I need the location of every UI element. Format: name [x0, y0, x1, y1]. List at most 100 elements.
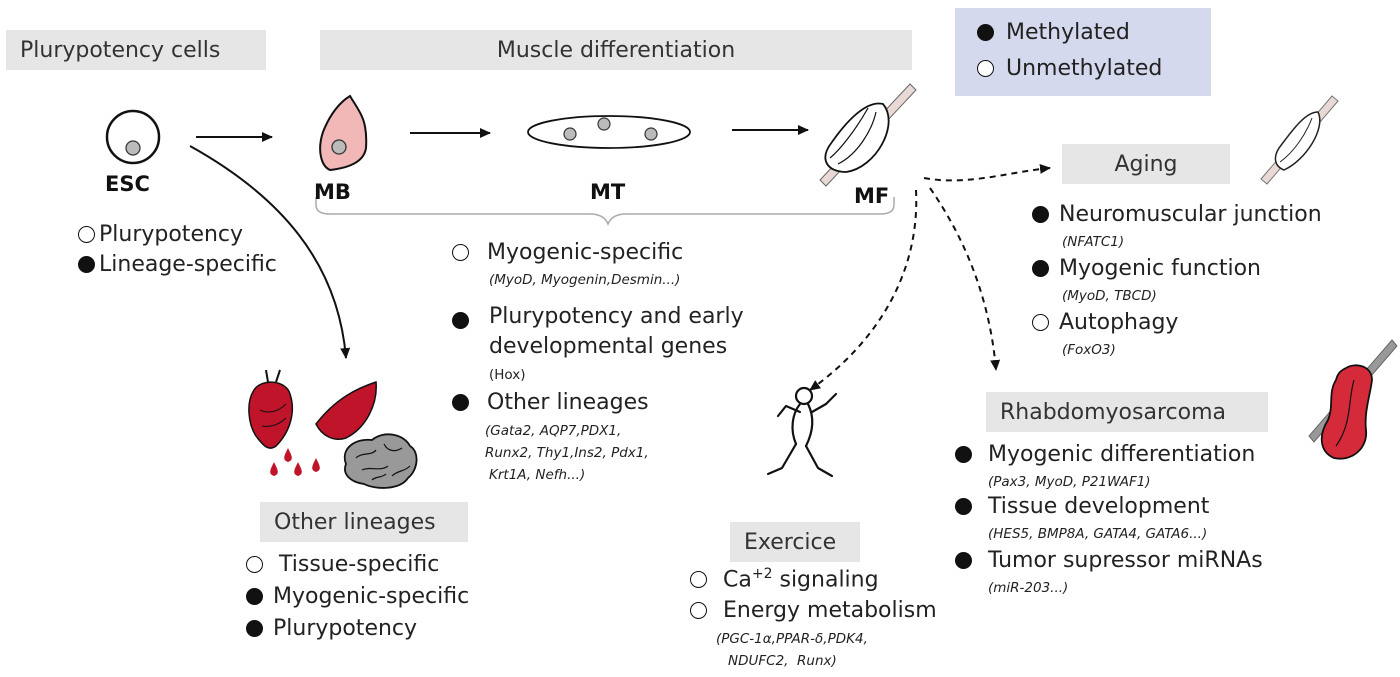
- muscle-other-genes-3: Krt1A, Nefh...): [489, 467, 586, 483]
- brace: [315, 197, 895, 227]
- brain-icon: [343, 433, 418, 489]
- other-pluri-label: Plurypotency: [273, 616, 418, 641]
- aging-myofunc-label: Myogenic function: [1059, 256, 1261, 281]
- rhabdo-tissue-label: Tissue development: [988, 494, 1210, 519]
- muscle-other-genes-2: Runx2, Thy1,Ins2, Pdx1,: [485, 445, 649, 461]
- esc-plurypotency-label: Plurypotency: [99, 222, 244, 247]
- muscle-pluri-line1: Plurypotency and early: [489, 304, 744, 329]
- exercice-ca-sup: +2: [751, 566, 773, 582]
- exercice-energy-genes: (PGC-1α,PPAR-δ,PDK4, NDUFC2, Runx): [716, 628, 868, 672]
- esc-item-lineage: Lineage-specific: [78, 252, 277, 277]
- exercice-item-ca: Ca+2 signaling: [690, 566, 879, 592]
- muscle-slice-icon: [315, 380, 377, 440]
- open-circle-icon: [452, 244, 469, 261]
- tumor-muscle-icon: [1308, 339, 1398, 460]
- filled-circle-icon: [1032, 206, 1049, 223]
- header-exercice: Exercice: [730, 522, 860, 562]
- label-esc: ESC: [105, 172, 150, 196]
- header-aging: Aging: [1062, 144, 1230, 184]
- header-exercice-label: Exercice: [744, 529, 837, 555]
- open-circle-icon: [246, 556, 263, 573]
- open-circle-icon: [78, 226, 95, 243]
- legend-unmethylated-label: Unmethylated: [1006, 56, 1163, 81]
- aging-item-myofunc: Myogenic function: [1032, 256, 1261, 281]
- exercice-ca-prefix: Ca: [723, 567, 752, 593]
- filled-circle-icon: [955, 498, 972, 515]
- other-item-pluri: Plurypotency: [246, 616, 417, 641]
- esc-item-plurypotency: Plurypotency: [78, 222, 243, 247]
- muscle-myogenic-genes: (MyoD, Myogenin,Desmin...): [489, 272, 681, 288]
- muscle-item-other: Other lineages: [452, 390, 649, 415]
- rhabdo-item-diff: Myogenic differentiation: [955, 442, 1255, 467]
- arrow-mf-exercice: [809, 189, 918, 391]
- aging-myofiber-icon: [1260, 95, 1339, 185]
- other-item-tissue: Tissue-specific: [246, 552, 439, 577]
- arrow-mf-rhabdo: [929, 187, 1001, 371]
- header-muscle-label: Muscle differentiation: [496, 37, 736, 63]
- esc-cell-icon: [105, 109, 161, 165]
- open-circle-icon: [977, 60, 994, 77]
- label-mb: MB: [314, 180, 351, 204]
- arrow-mf-aging: [923, 163, 1051, 182]
- rhabdo-diff-label: Myogenic differentiation: [988, 442, 1256, 467]
- muscle-pluri-label: Plurypotency and early developmental gen…: [489, 302, 744, 362]
- blood-drops-icon: [270, 448, 320, 476]
- exercice-ca-label: Ca+2 signaling: [723, 566, 879, 592]
- rhabdo-tumor-genes: (miR-203...): [988, 580, 1069, 596]
- rhabdo-diff-genes: (Pax3, MyoD, P21WAF1): [988, 474, 1151, 490]
- muscle-myogenic-label: Myogenic-specific: [487, 240, 684, 265]
- aging-item-autophagy: Autophagy: [1032, 310, 1178, 335]
- filled-circle-icon: [452, 312, 469, 329]
- filled-circle-icon: [78, 256, 95, 273]
- myofiber-icon: [819, 83, 917, 187]
- header-rhabdo-label: Rhabdomyosarcoma: [1000, 399, 1226, 425]
- legend: Methylated Unmethylated: [955, 8, 1211, 96]
- muscle-pluri-line2: developmental genes: [489, 334, 728, 359]
- muscle-other-genes: (Gata2, AQP7,PDX1, Runx2, Thy1,Ins2, Pdx…: [485, 420, 649, 486]
- filled-circle-icon: [452, 394, 469, 411]
- filled-circle-icon: [955, 446, 972, 463]
- aging-autophagy-label: Autophagy: [1059, 310, 1179, 335]
- header-muscle-differentiation: Muscle differentiation: [320, 30, 912, 70]
- open-circle-icon: [690, 602, 707, 619]
- myotube-icon: [527, 115, 691, 149]
- other-tissue-label: Tissue-specific: [279, 552, 440, 577]
- filled-circle-icon: [1032, 260, 1049, 277]
- other-myogenic-label: Myogenic-specific: [273, 584, 470, 609]
- aging-nmj-label: Neuromuscular junction: [1059, 202, 1322, 227]
- exercice-energy-label: Energy metabolism: [723, 598, 937, 623]
- header-other-lineages: Other lineages: [260, 502, 468, 542]
- legend-unmethylated: Unmethylated: [977, 56, 1162, 81]
- aging-autophagy-genes: (FoxO3): [1062, 342, 1116, 358]
- header-aging-label: Aging: [1114, 151, 1178, 177]
- muscle-other-label: Other lineages: [487, 390, 649, 415]
- aging-item-nmj: Neuromuscular junction: [1032, 202, 1322, 227]
- label-mf: MF: [854, 184, 890, 208]
- muscle-pluri-genes: (Hox): [489, 367, 526, 383]
- header-plurypotency: Plurypotency cells: [6, 30, 266, 70]
- muscle-other-genes-1: (Gata2, AQP7,PDX1,: [485, 423, 622, 439]
- muscle-item-myogenic: Myogenic-specific: [452, 240, 683, 265]
- label-mt: MT: [590, 180, 626, 204]
- aging-myofunc-genes: (MyoD, TBCD): [1062, 288, 1157, 304]
- filled-circle-icon: [246, 588, 263, 605]
- arrow-esc-other: [189, 145, 351, 359]
- filled-circle-icon: [955, 552, 972, 569]
- runner-icon: [766, 386, 838, 478]
- open-circle-icon: [1032, 314, 1049, 331]
- header-plurypotency-label: Plurypotency cells: [20, 37, 221, 63]
- filled-circle-icon: [977, 24, 994, 41]
- open-circle-icon: [690, 570, 707, 588]
- header-other-label: Other lineages: [274, 509, 436, 535]
- exercice-energy-genes-2: NDUFC2, Runx): [728, 653, 837, 669]
- exercice-ca-suffix: signaling: [772, 567, 879, 593]
- myoblast-icon: [319, 94, 368, 172]
- legend-methylated-label: Methylated: [1006, 20, 1130, 45]
- heart-icon: [248, 369, 294, 449]
- rhabdo-item-tissue: Tissue development: [955, 494, 1209, 519]
- header-rhabdomyosarcoma: Rhabdomyosarcoma: [986, 392, 1268, 432]
- esc-lineage-label: Lineage-specific: [99, 252, 277, 277]
- rhabdo-item-tumor: Tumor supressor miRNAs: [955, 548, 1263, 573]
- aging-nmj-genes: (NFATC1): [1062, 234, 1125, 250]
